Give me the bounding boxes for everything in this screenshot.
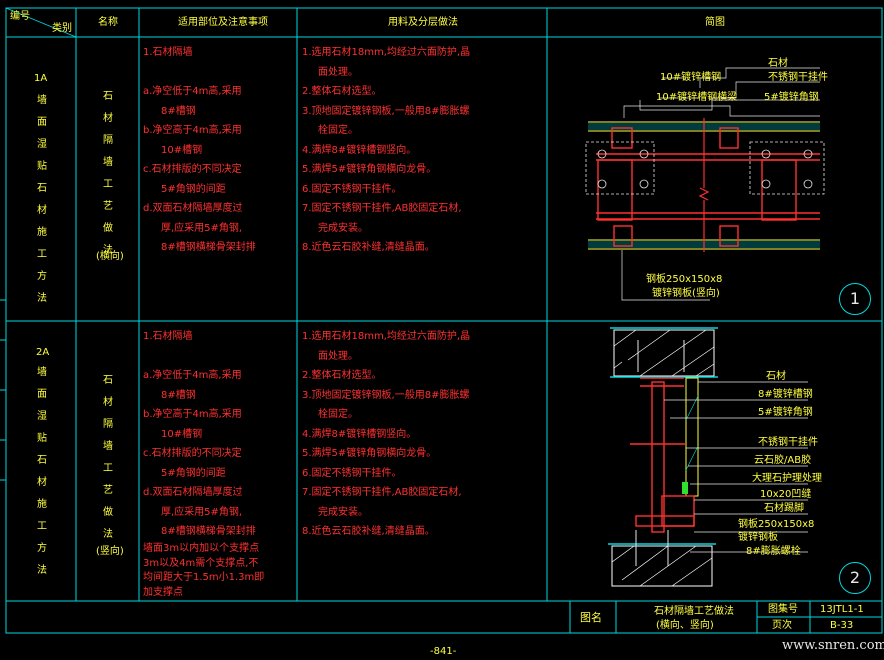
diagram-2-section (608, 327, 808, 587)
watermark: www.snren.com (782, 638, 884, 653)
d2-label-hanger: 不锈钢干挂件 (758, 437, 818, 448)
header-diagram: 简图 (705, 17, 725, 28)
d1-label-channel: 10#镀锌槽钢 (660, 72, 722, 83)
footer-title-label: 图名 (580, 611, 602, 624)
footer-page-value: B-33 (830, 620, 854, 631)
d1-label-plate-note: 镀锌钢板(竖向) (652, 288, 720, 299)
row1-name-note: (横向) (96, 251, 124, 262)
row2-scope: 1.石材隔墙 a.净空低于4m高,采用 8#槽钢 b.净空高于4m高,采用 10… (143, 331, 256, 537)
d2-label-groove: 10x20凹缝 (760, 489, 812, 500)
footer-page-label: 页次 (772, 620, 792, 631)
d1-label-stone: 石材 (768, 58, 788, 69)
d2-label-channel: 8#镀锌槽钢 (758, 389, 813, 400)
d2-label-bolt: 8#膨胀螺栓 (746, 546, 801, 557)
d2-label-stone: 石材 (766, 371, 786, 382)
row1-code: 1A (34, 73, 48, 84)
row2-method: 1.选用石材18mm,均经过六面防护,晶 面处理。 2.整体石材选型。 3.顶地… (302, 331, 471, 537)
d2-label-protect: 大理石护理处理 (752, 473, 822, 484)
header-category: 类别 (52, 23, 72, 34)
row2-category: 墙面湿贴石材施工方法 (37, 367, 47, 576)
d1-label-hanger: 不锈钢干挂件 (768, 72, 828, 83)
detail-badge-1: 1 (839, 283, 871, 315)
sheet-number: -841- (430, 646, 457, 657)
row1-scope: 1.石材隔墙 a.净空低于4m高,采用 8#槽钢 b.净空高于4m高,采用 10… (143, 47, 256, 253)
header-method: 用料及分层做法 (388, 17, 458, 28)
d1-label-beam: 10#镀锌槽钢横梁 (656, 92, 738, 103)
footer-atlas-label: 图集号 (768, 604, 798, 615)
d2-label-plate: 钢板250x150x8 (738, 519, 815, 530)
row2-name: 石材隔墙工艺做法 (103, 375, 113, 540)
footer-title-line2: (横向、竖向) (656, 620, 714, 631)
row2-name-note: (竖向) (96, 546, 124, 557)
row1-method: 1.选用石材18mm,均经过六面防护,晶 面处理。 2.整体石材选型。 3.顶地… (302, 47, 471, 253)
footer-atlas-value: 13JTL1-1 (820, 604, 864, 615)
row1-name: 石材隔墙工艺做法 (103, 91, 113, 256)
d1-label-plate: 钢板250x150x8 (646, 274, 723, 285)
diagram-1-plan (585, 67, 825, 301)
header-name: 名称 (98, 17, 118, 28)
d2-label-glue: 云石胶/AB胶 (754, 455, 812, 466)
row1-category: 墙面湿贴石材施工方法 (37, 95, 47, 304)
row2-scope-support: 墙面3m以内加以个支撑点 3m以及4m需个支撑点,不 均间距大于1.5m小1.3… (143, 543, 265, 598)
header-scope: 适用部位及注意事项 (178, 17, 268, 28)
d2-label-angle: 5#镀锌角钢 (758, 407, 813, 418)
detail-badge-2: 2 (839, 562, 871, 594)
d1-label-angle: 5#镀锌角钢 (764, 92, 819, 103)
header-number: 编号 (10, 11, 30, 22)
row2-code: 2A (36, 347, 50, 358)
footer-title-line1: 石材隔墙工艺做法 (654, 606, 734, 617)
d2-label-skirting: 石材踢脚 (764, 503, 804, 514)
d2-label-plate-note: 镀锌钢板 (738, 532, 778, 543)
